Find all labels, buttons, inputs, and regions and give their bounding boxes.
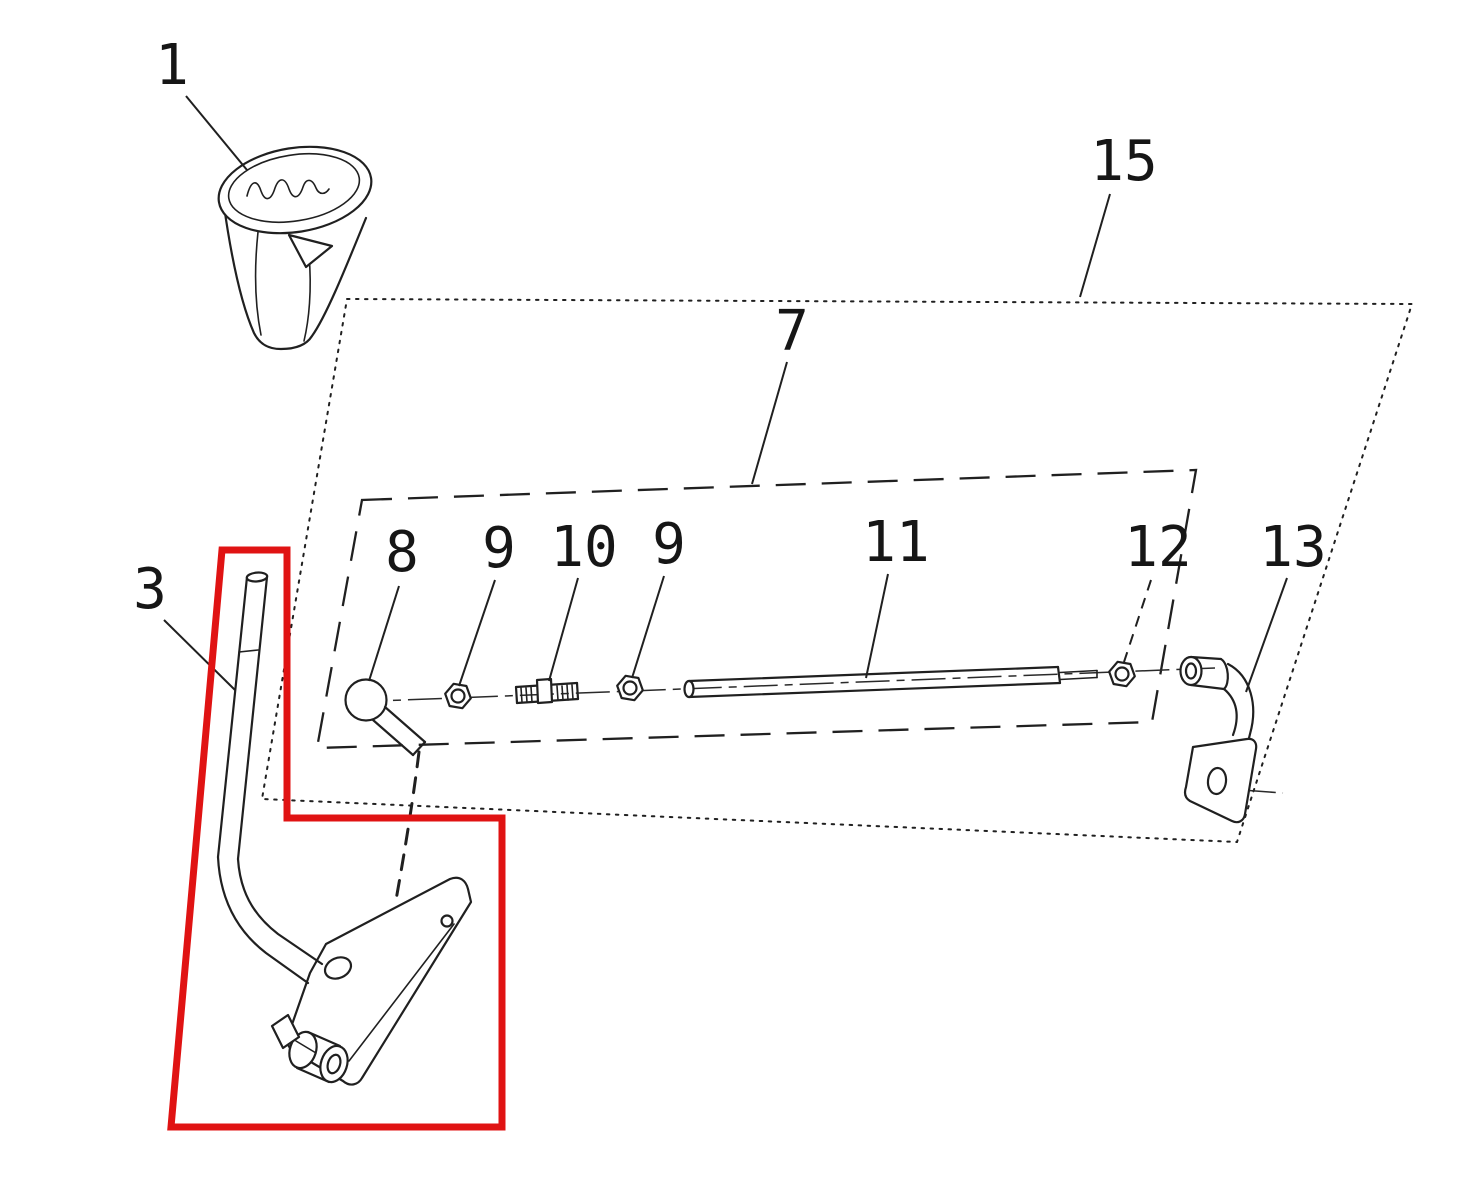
- leader-part-10: [548, 577, 579, 682]
- label-part-7: 7: [775, 299, 809, 364]
- label-part-3: 3: [133, 557, 167, 622]
- leader-lines: [163, 95, 1288, 693]
- knob-top-inner-ring: [227, 153, 361, 223]
- label-part-11: 11: [862, 510, 929, 575]
- rod-right-cap: [1056, 665, 1062, 685]
- knob-logo-scribble: [246, 179, 330, 200]
- bushing-front: [319, 1044, 349, 1084]
- dashed-boundary: [315, 468, 1198, 750]
- ball-stud-8: [344, 678, 427, 757]
- center-axis: [351, 667, 1284, 794]
- lever-rod-top-cap: [245, 571, 269, 583]
- leader-part-9-left: [458, 579, 496, 687]
- dotted-boundary: [260, 297, 1414, 844]
- lever-bend-outer: [216, 855, 310, 985]
- hex-nut-9-right: [616, 674, 644, 702]
- rod-left-end: [683, 679, 695, 699]
- boss-bottom-line: [1189, 683, 1226, 691]
- part-labels: 1 15 7 3 8 9 10 9 11 12 13: [133, 33, 1327, 622]
- label-part-9-right: 9: [652, 512, 686, 577]
- stud-thread: [571, 684, 574, 700]
- assembly-connector-dashed: [394, 750, 421, 902]
- bracket-large-hole: [323, 956, 353, 980]
- knob-body-outline: [222, 204, 368, 351]
- rocker-plate-hole: [1206, 766, 1228, 796]
- lever-rod-seam: [238, 649, 259, 653]
- stud-thread: [561, 685, 564, 701]
- shift-lever: [216, 571, 473, 1086]
- stud-thread: [525, 687, 528, 703]
- rod-bottom-line: [687, 681, 1062, 699]
- arm-inner-edge: [1222, 687, 1238, 737]
- stud-thread: [556, 685, 559, 701]
- leader-part-11: [865, 573, 889, 679]
- knob-triangle-detail: [287, 233, 334, 269]
- boss-end-cap: [1219, 657, 1229, 691]
- hex-nut-12: [1108, 660, 1136, 688]
- leader-part-15: [1079, 193, 1111, 298]
- rocker-plate: [1183, 737, 1258, 824]
- ball-stem-lower: [371, 718, 415, 757]
- stud-collar: [535, 677, 554, 705]
- lever-rod-left: [216, 575, 249, 859]
- rocker-arm-13: [1179, 655, 1258, 824]
- linkage-box-7: [315, 468, 1198, 750]
- leader-part-9-right: [631, 575, 665, 679]
- highlight-box: [167, 546, 506, 1131]
- label-part-13: 13: [1259, 515, 1326, 580]
- boss-outer-ring: [1179, 655, 1203, 687]
- clip-pin-flag: [270, 1013, 301, 1050]
- label-part-12: 12: [1124, 515, 1191, 580]
- leader-part-8: [368, 585, 400, 682]
- clip-pin-shaft: [295, 1040, 317, 1054]
- ball-stem-cap: [411, 740, 427, 757]
- stud-thread: [566, 684, 569, 701]
- lever-bend-inner: [236, 857, 324, 966]
- gear-knob: [217, 145, 373, 351]
- leader-part-1: [185, 95, 248, 171]
- leader-part-3: [163, 619, 236, 691]
- knob-body-contour-left: [254, 231, 262, 336]
- assembly-box-15: [260, 297, 1414, 844]
- ball-stem-upper: [383, 705, 427, 744]
- label-part-15: 15: [1090, 129, 1157, 194]
- threaded-stud-10: [514, 677, 580, 705]
- leader-part-7: [751, 361, 788, 485]
- bracket-edge-line: [348, 923, 455, 1062]
- stud-thread: [530, 686, 533, 703]
- stud-thread: [520, 687, 523, 703]
- lever-rod-right: [236, 575, 269, 861]
- rod-top-line: [687, 665, 1060, 683]
- hex-nut-9-left: [444, 682, 472, 710]
- label-part-1: 1: [155, 33, 189, 98]
- bushing-top-line: [306, 1030, 342, 1048]
- label-part-8: 8: [385, 520, 419, 585]
- knob-top-face: [217, 145, 373, 235]
- leader-part-12: [1123, 579, 1152, 663]
- bracket-small-hole: [440, 914, 454, 928]
- ball-joint: [344, 678, 388, 722]
- linkage-rod-11: [683, 665, 1098, 699]
- label-part-10: 10: [550, 515, 617, 580]
- boss-inner-hole: [1184, 662, 1198, 680]
- bushing-hole: [326, 1053, 342, 1075]
- knob-body-contour-right: [303, 254, 311, 342]
- label-part-9-left: 9: [482, 516, 516, 581]
- leader-part-13: [1245, 577, 1288, 693]
